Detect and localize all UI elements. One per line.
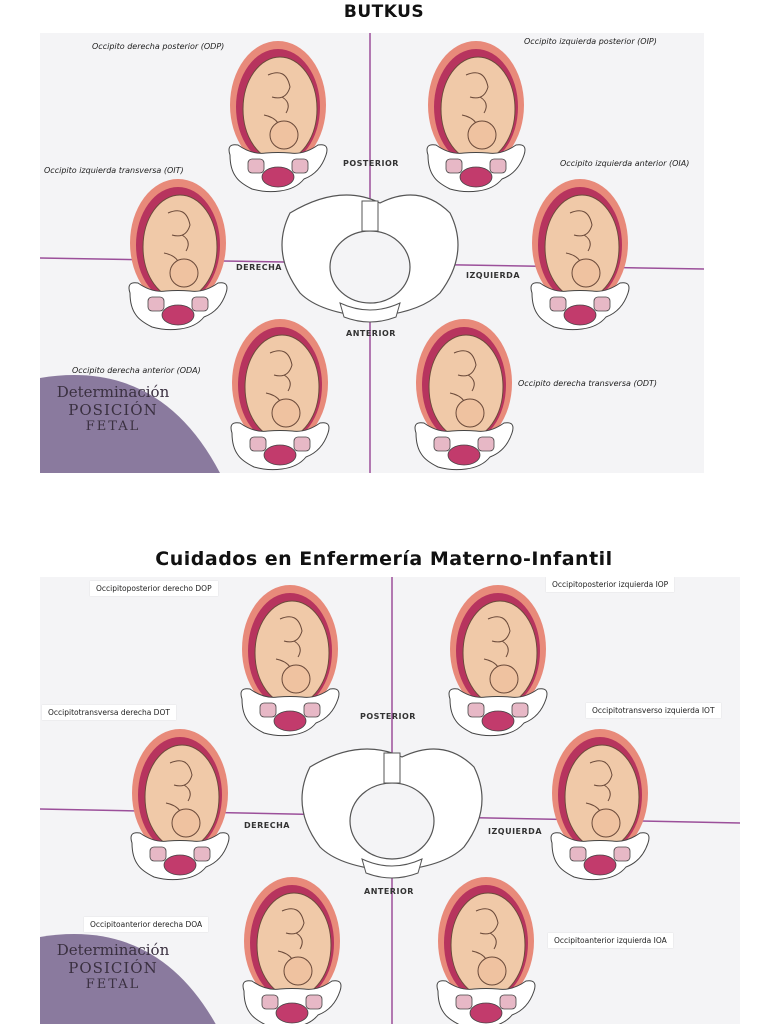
fetus-dop-icon bbox=[241, 585, 339, 736]
direction-anterior: ANTERIOR bbox=[346, 329, 396, 338]
fetus-dot-icon bbox=[131, 729, 229, 880]
label-oip: Occipito izquierda posterior (OIP) bbox=[524, 37, 657, 46]
central-pelvis-icon-2 bbox=[301, 748, 483, 879]
fetal-position-panel-top: Occipito derecha posterior (ODP) Occipit… bbox=[40, 33, 704, 473]
label-dot: Occipitotransversa derecha DOT bbox=[42, 705, 176, 720]
label-iot: Occipitotransverso izquierda IOT bbox=[586, 703, 721, 718]
badge-line-3: FETAL bbox=[85, 977, 141, 992]
fetus-oda-icon bbox=[231, 319, 329, 470]
badge-title: Determinación POSICIÓN FETAL bbox=[48, 383, 178, 434]
badge-line-1: Determinación bbox=[56, 383, 170, 401]
fetus-oip-icon bbox=[427, 41, 525, 192]
direction-posterior-2: POSTERIOR bbox=[360, 712, 416, 721]
label-odp: Occipito derecha posterior (ODP) bbox=[92, 42, 225, 51]
direction-anterior-2: ANTERIOR bbox=[364, 887, 414, 896]
badge-title-2: Determinación POSICIÓN FETAL bbox=[48, 941, 178, 992]
fetus-odp-icon bbox=[229, 41, 327, 192]
badge-line-2: POSICIÓN bbox=[68, 401, 158, 419]
label-ioa: Occipitoanterior izquierda IOA bbox=[548, 933, 673, 948]
direction-izquierda-2: IZQUIERDA bbox=[488, 827, 543, 836]
direction-izquierda: IZQUIERDA bbox=[466, 271, 521, 280]
badge-line-1: Determinación bbox=[56, 941, 170, 959]
direction-derecha-2: DERECHA bbox=[244, 821, 290, 830]
badge-shape-2 bbox=[40, 934, 216, 1024]
fetus-iot-icon bbox=[551, 729, 649, 880]
fetus-oia-icon bbox=[531, 179, 629, 330]
fetus-iop-icon bbox=[449, 585, 547, 736]
direction-derecha: DERECHA bbox=[236, 263, 282, 272]
fetus-ioa-icon bbox=[437, 877, 535, 1024]
fetal-position-panel-bottom: Occipitoposterior derecho DOP Occipitopo… bbox=[40, 577, 740, 1024]
label-doa: Occipitoanterior derecha DOA bbox=[84, 917, 209, 932]
badge-line-3: FETAL bbox=[85, 419, 141, 434]
badge-line-2: POSICIÓN bbox=[68, 959, 158, 977]
label-iop: Occipitoposterior izquierda IOP bbox=[546, 577, 675, 592]
fetal-positions-illustration bbox=[40, 33, 704, 473]
label-odt: Occipito derecha transversa (ODT) bbox=[518, 379, 658, 388]
badge-shape bbox=[40, 375, 220, 473]
fetus-odt-icon bbox=[415, 319, 513, 470]
label-oia: Occipito izquierda anterior (OIA) bbox=[560, 159, 690, 168]
fetus-oit-icon bbox=[129, 179, 227, 330]
central-pelvis-icon bbox=[281, 194, 459, 323]
label-oit: Occipito izquierda transversa (OIT) bbox=[44, 166, 184, 175]
label-oda: Occipito derecha anterior (ODA) bbox=[72, 366, 201, 375]
label-dop: Occipitoposterior derecho DOP bbox=[90, 581, 218, 596]
fetal-positions-illustration-2 bbox=[40, 577, 740, 1024]
fetus-doa-icon bbox=[243, 877, 341, 1024]
page-title-top: BUTKUS bbox=[343, 2, 425, 22]
direction-posterior: POSTERIOR bbox=[343, 159, 399, 168]
page-title-bottom: Cuidados en Enfermería Materno-Infantil bbox=[155, 548, 613, 570]
